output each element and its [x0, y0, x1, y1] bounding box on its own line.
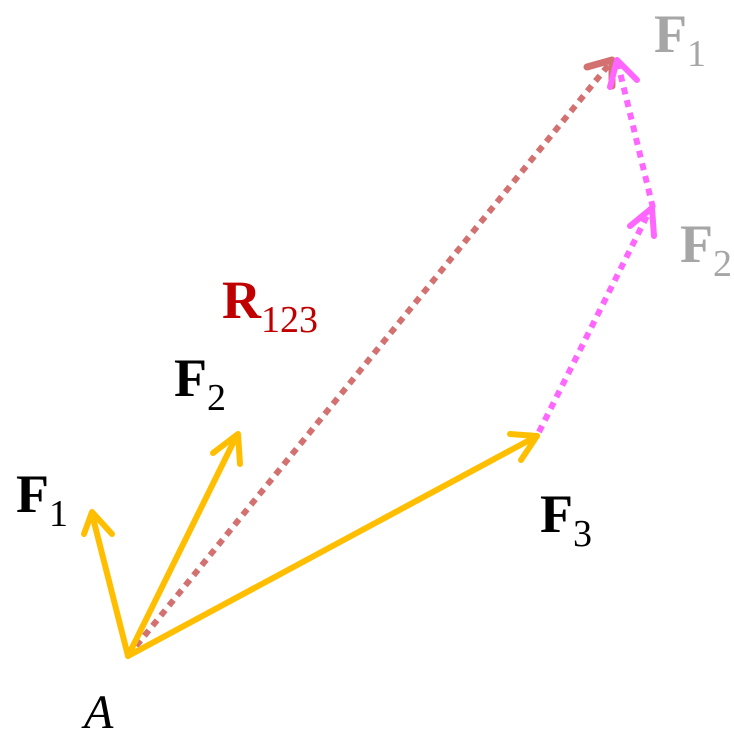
f2-label: F2 — [174, 348, 226, 419]
f1-label: F1 — [16, 464, 68, 535]
f1-shaft — [89, 511, 131, 659]
f3-shaft — [125, 433, 540, 659]
f3-arrowhead — [507, 431, 540, 463]
f2-translated-shaft — [536, 206, 654, 434]
f1-arrowhead — [81, 509, 115, 537]
r123-shaft — [125, 60, 614, 658]
r123-label: R123 — [222, 270, 318, 341]
f2-arrowhead — [210, 431, 243, 467]
f2-translated-label: F2 — [680, 214, 732, 285]
vector-f2 — [125, 431, 243, 659]
vector-f2-translated — [536, 205, 657, 434]
point-a-label: A — [81, 686, 114, 731]
f1-translated-arrowhead — [607, 57, 640, 90]
vector-f3 — [125, 431, 540, 659]
f1-translated-label: F1 — [654, 4, 706, 75]
vector-f1 — [81, 509, 131, 659]
f2-shaft — [125, 432, 240, 659]
f3-label: F3 — [540, 484, 592, 555]
vector-f1-translated — [607, 57, 656, 209]
